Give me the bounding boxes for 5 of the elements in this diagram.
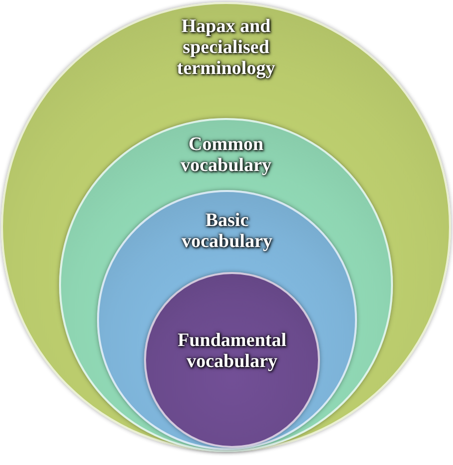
- circle-label: Fundamental vocabulary: [176, 330, 288, 372]
- circle-label: Common vocabulary: [180, 134, 272, 176]
- circle-label: Hapax and specialised terminology: [176, 16, 276, 79]
- vocabulary-circle: [144, 272, 320, 448]
- circle-label: Basic vocabulary: [180, 210, 274, 252]
